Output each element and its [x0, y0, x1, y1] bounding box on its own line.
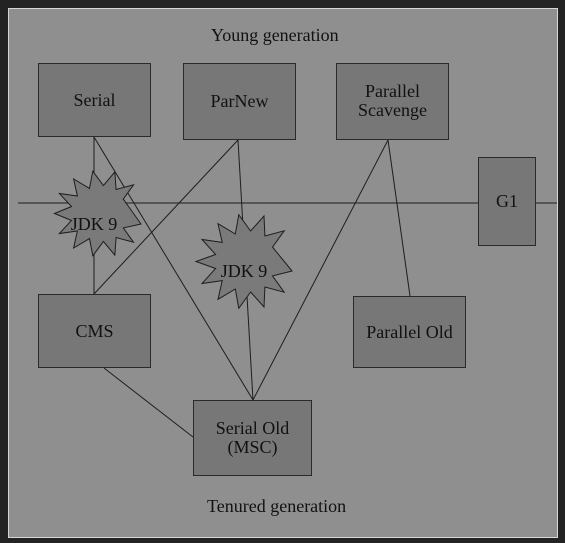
connection-serial-serial-old: [93, 136, 254, 401]
g1-collector-box: G1: [478, 157, 536, 246]
g1-collector-label: G1: [496, 191, 518, 212]
jdk9-badge-label: JDK 9: [71, 214, 118, 234]
parallel-old-collector-label: Parallel Old: [366, 321, 453, 342]
serial-old-collector-box: Serial Old (MSC): [193, 400, 312, 476]
connection-parallel-scavenge-parallel-old: [387, 139, 411, 297]
cms-collector-box: CMS: [38, 294, 151, 368]
tenured-generation-label: Tenured generation: [207, 496, 347, 516]
jdk9-badge-label: JDK 9: [221, 261, 268, 281]
connection-cms-serial-old: [103, 367, 194, 438]
jdk9-badge-parnew-serial-old: JDK 9: [194, 213, 293, 310]
parallel-scavenge-collector-box: Parallel Scavenge: [336, 63, 449, 140]
parnew-collector-box: ParNew: [183, 63, 296, 140]
serial-collector-box: Serial: [38, 63, 151, 137]
parallel-scavenge-collector-label: Parallel Scavenge: [358, 81, 427, 120]
jdk9-badge-serial-cms: JDK 9: [53, 169, 142, 258]
parallel-old-collector-box: Parallel Old: [353, 296, 466, 368]
connection-parnew-cms: [93, 139, 239, 295]
connection-parallel-scavenge-serial-old: [252, 139, 389, 401]
serial-old-collector-label: Serial Old (MSC): [215, 418, 290, 457]
parnew-collector-label: ParNew: [210, 91, 269, 112]
serial-collector-label: Serial: [73, 89, 116, 110]
cms-collector-label: CMS: [75, 320, 114, 341]
young-generation-label: Young generation: [211, 25, 339, 45]
